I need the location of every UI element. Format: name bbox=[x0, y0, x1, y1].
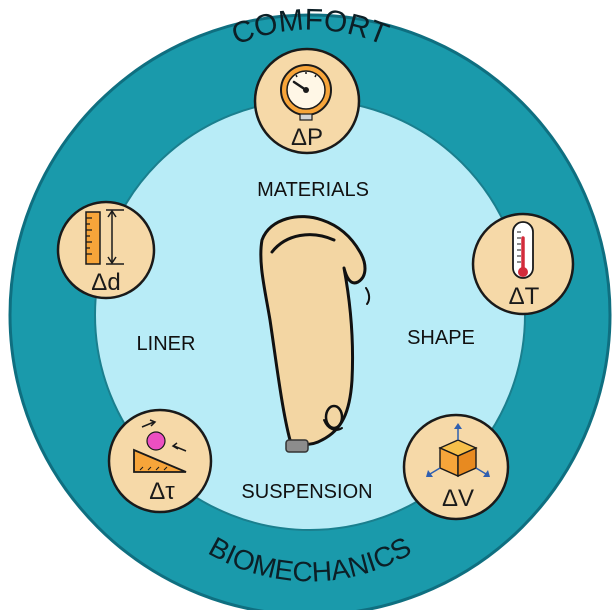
badge-temperature-label: ΔT bbox=[509, 283, 540, 310]
thermometer-icon bbox=[513, 222, 533, 278]
badge-temperature: ΔT bbox=[473, 214, 573, 314]
pin-lock bbox=[286, 440, 308, 452]
badge-displacement: Δd bbox=[58, 202, 154, 298]
badge-pressure-label: ΔP bbox=[291, 124, 323, 151]
badge-displacement-label: Δd bbox=[91, 269, 120, 296]
badge-shear-label: Δτ bbox=[149, 478, 175, 505]
materials-label: MATERIALS bbox=[257, 179, 369, 201]
badge-volume: ΔV bbox=[404, 415, 508, 519]
badge-shear: Δτ bbox=[109, 410, 211, 512]
suspension-label: SUSPENSION bbox=[241, 481, 372, 503]
liner-label: LINER bbox=[137, 333, 196, 355]
shape-label: SHAPE bbox=[407, 327, 475, 349]
badge-volume-label: ΔV bbox=[442, 485, 474, 512]
badge-pressure: ΔP bbox=[255, 49, 359, 153]
